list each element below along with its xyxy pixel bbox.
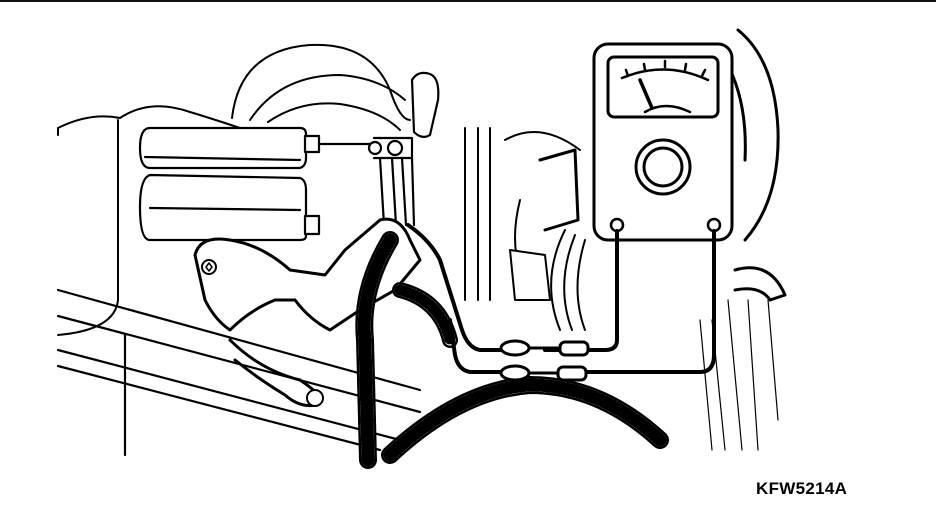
wiring-harness [355, 231, 669, 469]
top-rule [0, 0, 936, 2]
meter-test-leads [406, 223, 716, 382]
figure-code: KFW5214A [756, 479, 848, 498]
bracket-bolt [367, 71, 440, 227]
analog-meter [592, 42, 734, 242]
engine-outline [57, 43, 411, 336]
canister [138, 126, 374, 242]
engine-middle [464, 127, 586, 331]
engine-hose-right [699, 28, 787, 451]
